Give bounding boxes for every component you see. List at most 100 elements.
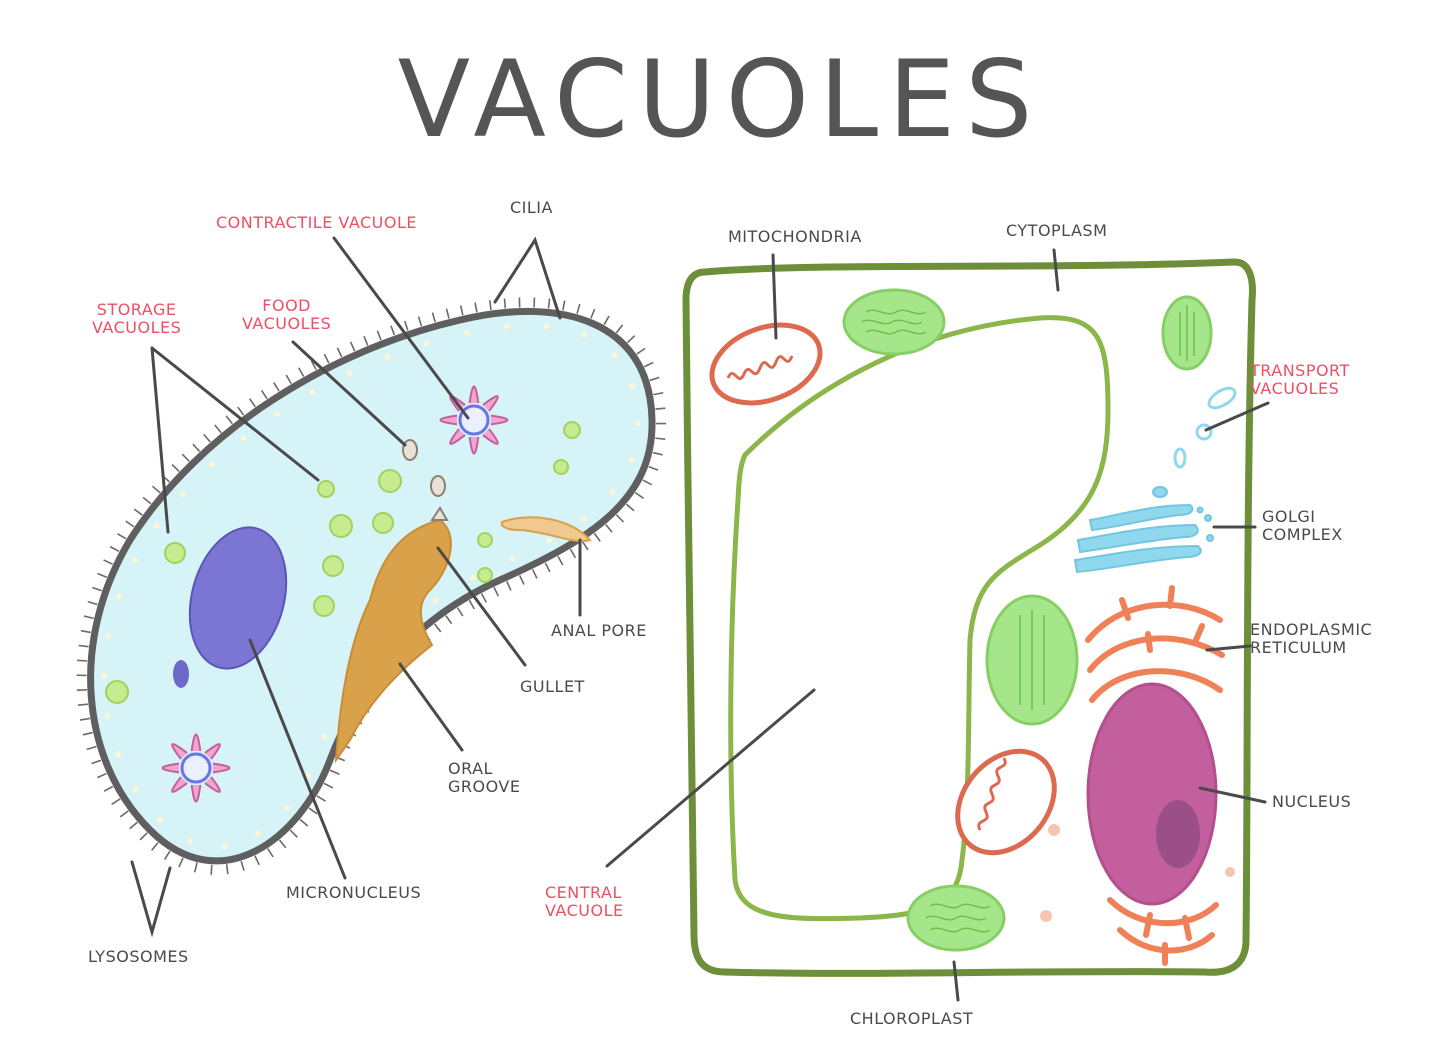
cilium bbox=[278, 839, 287, 849]
lysosome-dot bbox=[283, 804, 290, 811]
lysosome-dot bbox=[240, 434, 247, 441]
cilium bbox=[83, 615, 94, 620]
cilium bbox=[163, 850, 171, 861]
cilium bbox=[129, 821, 138, 830]
lysosome-dot bbox=[115, 593, 122, 600]
cilium bbox=[82, 731, 93, 736]
cilium bbox=[97, 572, 108, 579]
cilium bbox=[506, 581, 512, 591]
cilium bbox=[480, 593, 487, 603]
cilium bbox=[91, 759, 102, 765]
lysosome-dot bbox=[629, 382, 636, 389]
golgi-complex-shape bbox=[1073, 486, 1214, 574]
cilium bbox=[79, 717, 91, 721]
contractile-vacuole-canals bbox=[161, 733, 231, 803]
lysosome-dot bbox=[321, 733, 328, 740]
cilium bbox=[260, 389, 268, 400]
label-golgi-complex: GOLGI COMPLEX bbox=[1262, 507, 1343, 544]
lysosome-dot bbox=[432, 597, 439, 604]
lysosome-dot bbox=[423, 340, 430, 347]
cilium bbox=[87, 600, 98, 606]
lysosome-dot bbox=[131, 556, 138, 563]
oral-groove-shape bbox=[334, 518, 452, 764]
cilium bbox=[634, 491, 644, 499]
cilium bbox=[133, 508, 143, 516]
cilium bbox=[603, 315, 610, 326]
cilium bbox=[417, 316, 423, 327]
lysosome-dot bbox=[208, 461, 215, 468]
lysosome-dot bbox=[179, 490, 186, 497]
micronucleus-shape bbox=[173, 660, 189, 688]
cilium bbox=[643, 361, 654, 368]
cilium bbox=[652, 451, 663, 456]
cilium bbox=[142, 496, 152, 505]
cilium bbox=[267, 848, 274, 858]
cilium bbox=[349, 341, 356, 352]
cilium bbox=[648, 465, 659, 471]
lysosome-dot bbox=[580, 515, 587, 522]
lysosome-dot bbox=[273, 410, 280, 417]
lysosome-dot bbox=[581, 332, 588, 339]
cilium bbox=[192, 443, 201, 453]
label-food-vacuoles: FOOD VACUOLES bbox=[242, 296, 332, 333]
cilium bbox=[285, 374, 292, 385]
lysosome-dot bbox=[509, 556, 516, 563]
cilium bbox=[655, 437, 666, 441]
contractile-vacuole-center bbox=[458, 404, 490, 436]
label-endoplasmic-reticulum: ENDOPLASMIC RETICULUM bbox=[1250, 620, 1373, 657]
contractile-vacuole-center bbox=[180, 752, 212, 784]
label-oral-groove: ORAL GROOVE bbox=[448, 759, 521, 796]
cilium bbox=[109, 545, 120, 553]
lysosome-dot bbox=[309, 389, 316, 396]
cilium bbox=[237, 406, 245, 416]
cilium bbox=[376, 330, 382, 341]
lysosome-dot bbox=[346, 370, 353, 377]
diagram-title: VACUOLES bbox=[397, 38, 1043, 161]
lysosome-dot bbox=[156, 817, 163, 824]
lysosome-dot bbox=[187, 838, 194, 845]
lysosome-dot bbox=[255, 830, 262, 837]
label-lysosomes: LYSOSOMES bbox=[88, 947, 189, 966]
central-vacuole-shape bbox=[728, 315, 1111, 922]
plant-leader-lines bbox=[605, 248, 1270, 1002]
lysosome-dot bbox=[384, 353, 391, 360]
cilium bbox=[323, 782, 334, 789]
cilium bbox=[214, 424, 222, 434]
label-contractile-vacuole: CONTRACTILE VACUOLE bbox=[216, 213, 417, 232]
cilium bbox=[547, 298, 551, 309]
lysosome-dot bbox=[546, 537, 553, 544]
cilium bbox=[92, 586, 103, 592]
cilium bbox=[117, 532, 127, 540]
cilium bbox=[248, 398, 256, 408]
label-transport-vacuoles: TRANSPORT VACUOLES bbox=[1250, 361, 1350, 398]
cilium bbox=[299, 818, 309, 827]
cilium bbox=[77, 703, 89, 706]
cilium bbox=[649, 376, 660, 382]
cilium bbox=[336, 347, 343, 358]
cilium bbox=[468, 599, 476, 610]
lysosome-dot bbox=[470, 574, 477, 581]
paramecium bbox=[76, 236, 667, 938]
cilium bbox=[531, 568, 538, 579]
cilium bbox=[178, 857, 184, 868]
cilium bbox=[254, 855, 260, 866]
label-micronucleus: MICRONUCLEUS bbox=[286, 883, 422, 902]
lysosome-dot bbox=[503, 323, 510, 330]
cilium bbox=[80, 629, 91, 634]
cilium bbox=[431, 312, 436, 323]
nucleus-shape bbox=[1086, 682, 1218, 906]
cilium bbox=[626, 335, 636, 344]
cilium bbox=[581, 541, 589, 551]
lysosome-dot bbox=[635, 420, 642, 427]
cilium bbox=[403, 320, 409, 331]
lysosome-dot bbox=[463, 329, 470, 336]
cilium bbox=[390, 325, 396, 336]
cilium bbox=[590, 308, 596, 319]
cilium bbox=[625, 503, 635, 512]
cilium bbox=[171, 463, 180, 473]
cilium bbox=[308, 807, 318, 815]
contractile-vacuole-bottom bbox=[161, 733, 231, 803]
cilium bbox=[562, 300, 566, 311]
